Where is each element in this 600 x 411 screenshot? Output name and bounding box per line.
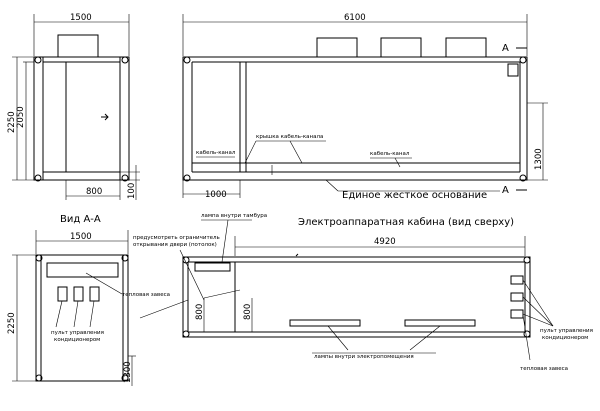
door-limiter-label-line2: открывания двери (потолок) xyxy=(133,242,217,248)
corner-fitting-icon xyxy=(183,56,191,64)
view-aa-label: Вид А-А xyxy=(60,214,101,225)
corner-fitting-icon xyxy=(121,254,129,262)
corner-fitting-icon xyxy=(35,254,43,262)
left-bottom-side-height-dim: 1300 xyxy=(123,361,133,383)
corner-fitting-icon xyxy=(523,256,531,264)
ac-panel-left-label-line1: пульт управления xyxy=(51,330,104,336)
heat-curtain-left-label: тепловая завеса xyxy=(122,292,170,298)
corner-fitting-icon xyxy=(182,330,190,338)
right-bottom-view: Электроаппаратная кабина (вид сверху) ла… xyxy=(133,213,593,372)
cable-channel-right-label: кабель-канал xyxy=(370,151,410,157)
left-top-base-height-dim: 100 xyxy=(127,183,137,199)
left-top-height-outer-dim: 2250 xyxy=(7,111,17,133)
base-label: Единое жесткое основание xyxy=(342,190,487,201)
right-top-door-offset-dim: 1000 xyxy=(205,190,227,200)
corner-fitting-icon xyxy=(121,56,129,64)
right-top-view: 6100 А 1300 кабель-канал крышка кабель-к… xyxy=(182,13,548,201)
corner-fitting-icon xyxy=(523,330,531,338)
corner-fitting-icon xyxy=(121,174,129,182)
section-a-bottom-label: А xyxy=(502,185,509,196)
cable-channel-cover-label: крышка кабель-канала xyxy=(256,134,323,140)
top-view-title: Электроаппаратная кабина (вид сверху) xyxy=(298,217,514,228)
corner-fitting-icon xyxy=(121,374,129,382)
corner-fitting-icon xyxy=(182,256,190,264)
ac-panel-right-label-line1: пульт управления xyxy=(540,328,593,334)
left-top-view: 1500 2250 2050 800 100 xyxy=(7,13,140,200)
corner-fitting-icon xyxy=(35,374,43,382)
corner-fitting-icon xyxy=(34,56,42,64)
door-limiter-label-line1: предусмотреть ограничитель xyxy=(133,235,220,241)
corner-fitting-icon xyxy=(34,174,42,182)
corner-fitting-icon xyxy=(519,56,527,64)
corner-fitting-icon xyxy=(183,174,191,182)
left-bottom-view: Вид А-А 1500 2250 1300 тепловая завеса п… xyxy=(7,214,170,386)
lamp-vestibule-label: лампа внутри тамбура xyxy=(201,213,267,219)
left-bottom-width-dim: 1500 xyxy=(70,232,92,242)
section-a-top-label: А xyxy=(502,43,509,54)
left-top-height-inner-dim: 2050 xyxy=(16,106,26,128)
ac-panel-left-label-line2: кондиционером xyxy=(54,337,100,343)
right-bottom-inner-a-dim: 800 xyxy=(195,304,205,320)
right-bottom-length-dim: 4920 xyxy=(374,237,396,247)
cable-channel-left-label: кабель-канал xyxy=(196,150,236,156)
left-top-width-dim: 1500 xyxy=(70,13,92,23)
right-top-width-dim: 6100 xyxy=(344,13,366,23)
corner-fitting-icon xyxy=(519,174,527,182)
right-bottom-inner-b-dim: 800 xyxy=(243,304,253,320)
ac-panel-right-label-line2: кондиционером xyxy=(542,335,588,341)
right-top-side-height-dim: 1300 xyxy=(534,148,544,170)
interior-lamps-label: лампы внутри электропомещения xyxy=(314,354,414,360)
heat-curtain-right-label: тепловая завеса xyxy=(520,366,568,372)
door-handle-arrow-icon xyxy=(101,113,109,121)
left-bottom-height-dim: 2250 xyxy=(7,312,17,334)
left-top-door-width-dim: 800 xyxy=(86,187,102,197)
